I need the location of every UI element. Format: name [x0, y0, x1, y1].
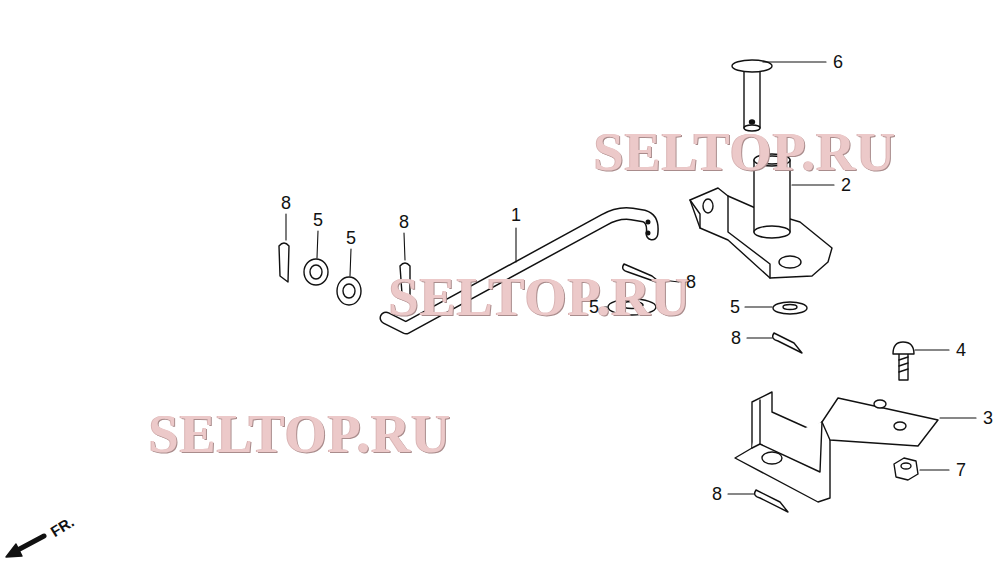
callout-number: 5 [313, 211, 323, 229]
watermark: SELTOP.RU [389, 270, 692, 324]
callout-number: 3 [983, 409, 993, 427]
watermark: SELTOP.RU [594, 125, 897, 179]
bolt-part [893, 342, 914, 380]
nut-part [894, 458, 918, 480]
callout-number: 7 [956, 461, 966, 479]
callout-number: 8 [686, 273, 696, 291]
callout-number: 1 [511, 206, 521, 224]
pin-part [732, 60, 772, 131]
cotter-pin-part [279, 243, 802, 512]
callout-number: 2 [841, 176, 851, 194]
callout-number: 6 [833, 53, 843, 71]
callout-number: 5 [346, 229, 356, 247]
callout-number: 8 [281, 194, 291, 212]
callout-number: 8 [399, 213, 409, 231]
callout-number: 8 [731, 329, 741, 347]
callout-number: 8 [712, 485, 722, 503]
callout-number: 5 [730, 298, 740, 316]
watermark: SELTOP.RU [149, 407, 452, 461]
direction-label: FR. [48, 513, 76, 539]
callout-number: 5 [589, 298, 599, 316]
front-arrow [6, 536, 44, 557]
callout-number: 4 [956, 341, 966, 359]
bracket-part [735, 392, 938, 502]
